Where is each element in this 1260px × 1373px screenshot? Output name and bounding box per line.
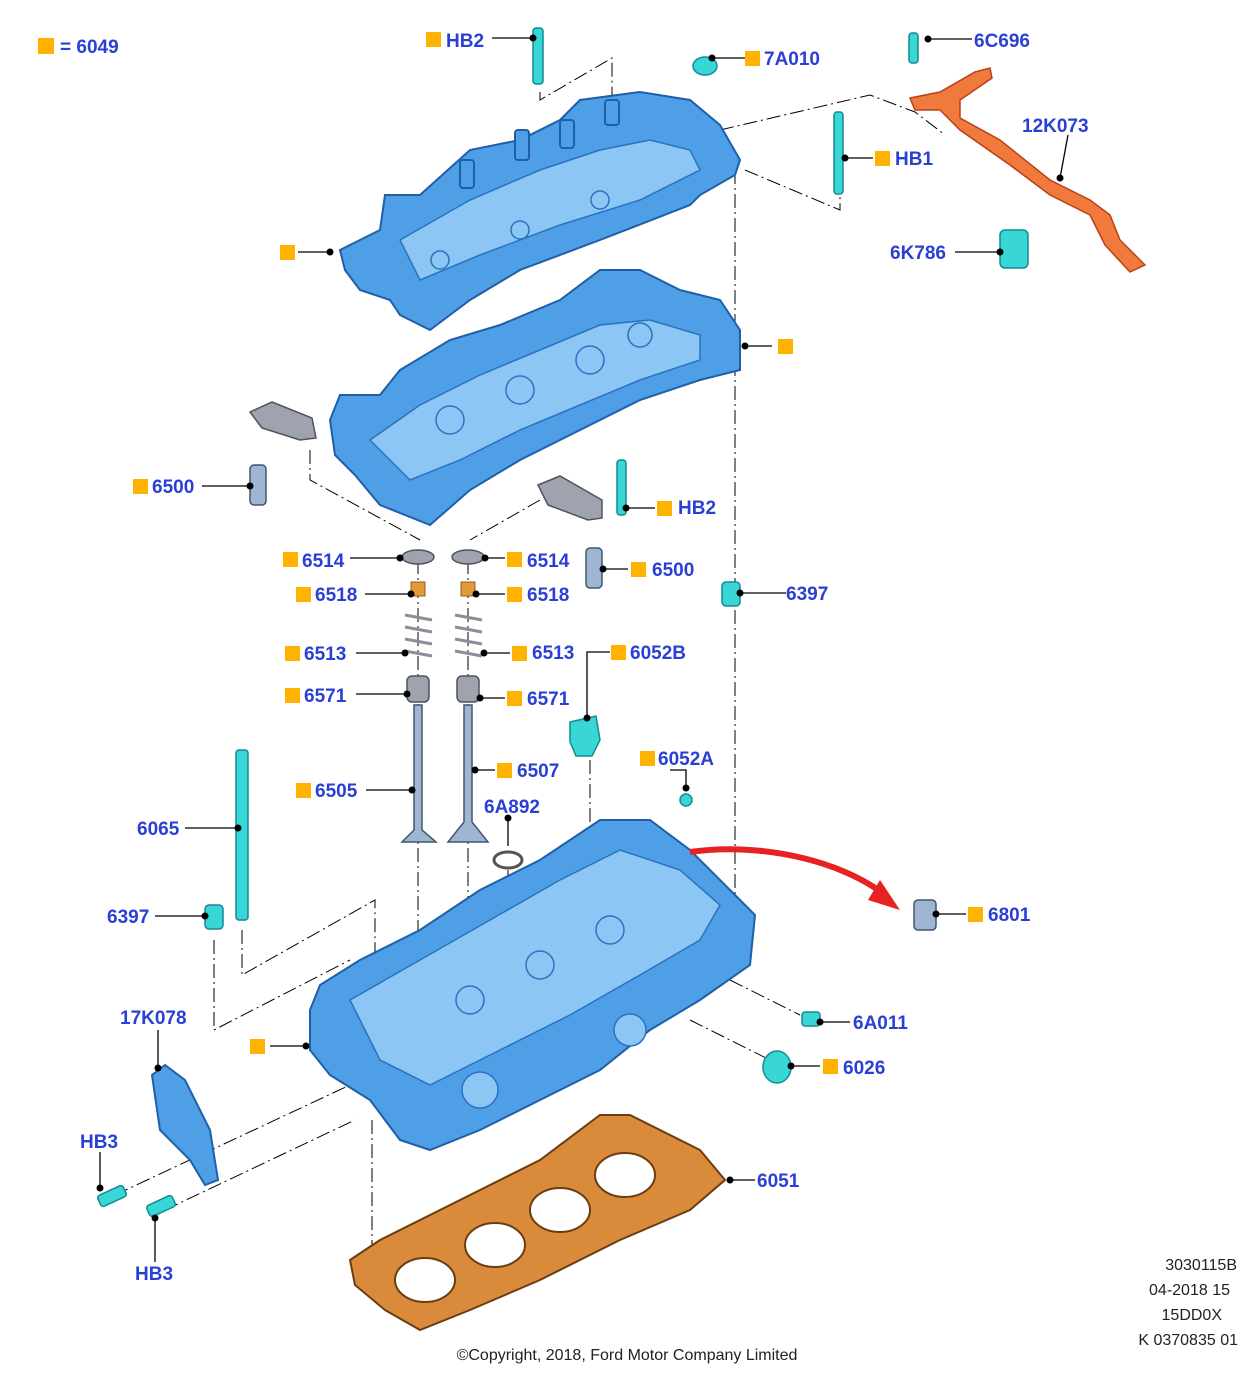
legend: = 6049 — [38, 37, 119, 58]
label-6801: 6801 — [988, 905, 1031, 926]
camshaft-carrier — [328, 269, 741, 527]
label-6514-right: 6514 — [527, 551, 570, 572]
legend-marker — [38, 38, 54, 54]
label-7a010: 7A010 — [764, 49, 820, 70]
label-6052a: 6052A — [658, 749, 714, 770]
meta-code-1: 3030115B — [1165, 1257, 1237, 1274]
label-6051: 6051 — [757, 1171, 800, 1192]
part-labels: HB2 7A010 6C696 12K073 HB1 6K786 6500 HB… — [80, 31, 1089, 1285]
meta-code-2: 04-2018 15 — [1149, 1282, 1230, 1299]
label-6a011: 6A011 — [853, 1013, 908, 1034]
label-6514-left: 6514 — [302, 551, 345, 572]
label-hb1: HB1 — [895, 149, 933, 170]
meta-code-4: K 0370835 01 — [1138, 1332, 1238, 1349]
camshaft-cover — [338, 90, 742, 332]
label-6a892: 6A892 — [484, 797, 540, 818]
label-6k786: 6K786 — [890, 243, 946, 264]
label-17k078: 17K078 — [120, 1008, 187, 1029]
small-parts — [97, 27, 1029, 1218]
label-6397-top: 6397 — [786, 584, 828, 605]
label-6571-left: 6571 — [304, 686, 347, 707]
label-6065: 6065 — [137, 819, 180, 840]
red-arrow — [689, 846, 900, 910]
label-hb2-top: HB2 — [446, 31, 484, 52]
label-hb3-bottom: HB3 — [135, 1264, 173, 1285]
copyright: ©Copyright, 2018, Ford Motor Company Lim… — [457, 1347, 798, 1364]
cylinder-head — [309, 819, 757, 1152]
callout-markers — [133, 32, 983, 1074]
label-hb2-mid: HB2 — [678, 498, 716, 519]
label-6513-left: 6513 — [304, 644, 346, 665]
meta-code-3: 15DD0X — [1162, 1307, 1223, 1324]
label-6052b: 6052B — [630, 643, 686, 664]
label-6c696: 6C696 — [974, 31, 1030, 52]
label-6571-right: 6571 — [527, 689, 570, 710]
label-hb3-top: HB3 — [80, 1132, 118, 1153]
label-6500-left: 6500 — [152, 477, 194, 498]
label-6518-left: 6518 — [315, 585, 357, 606]
wiring-harness — [908, 67, 1147, 273]
diagram-meta: 3030115B 04-2018 15 15DD0X K 0370835 01 … — [457, 1257, 1239, 1364]
legend-text: = 6049 — [60, 37, 119, 58]
label-6500-right: 6500 — [652, 560, 694, 581]
label-6505: 6505 — [315, 781, 358, 802]
head-gasket — [348, 1114, 727, 1332]
label-12k073: 12K073 — [1022, 116, 1089, 137]
label-6513-right: 6513 — [532, 643, 574, 664]
label-6397-bottom: 6397 — [107, 907, 149, 928]
label-6026: 6026 — [843, 1058, 885, 1079]
label-6518-right: 6518 — [527, 585, 569, 606]
label-6507: 6507 — [517, 761, 559, 782]
leader-lines — [96, 34, 1069, 1262]
